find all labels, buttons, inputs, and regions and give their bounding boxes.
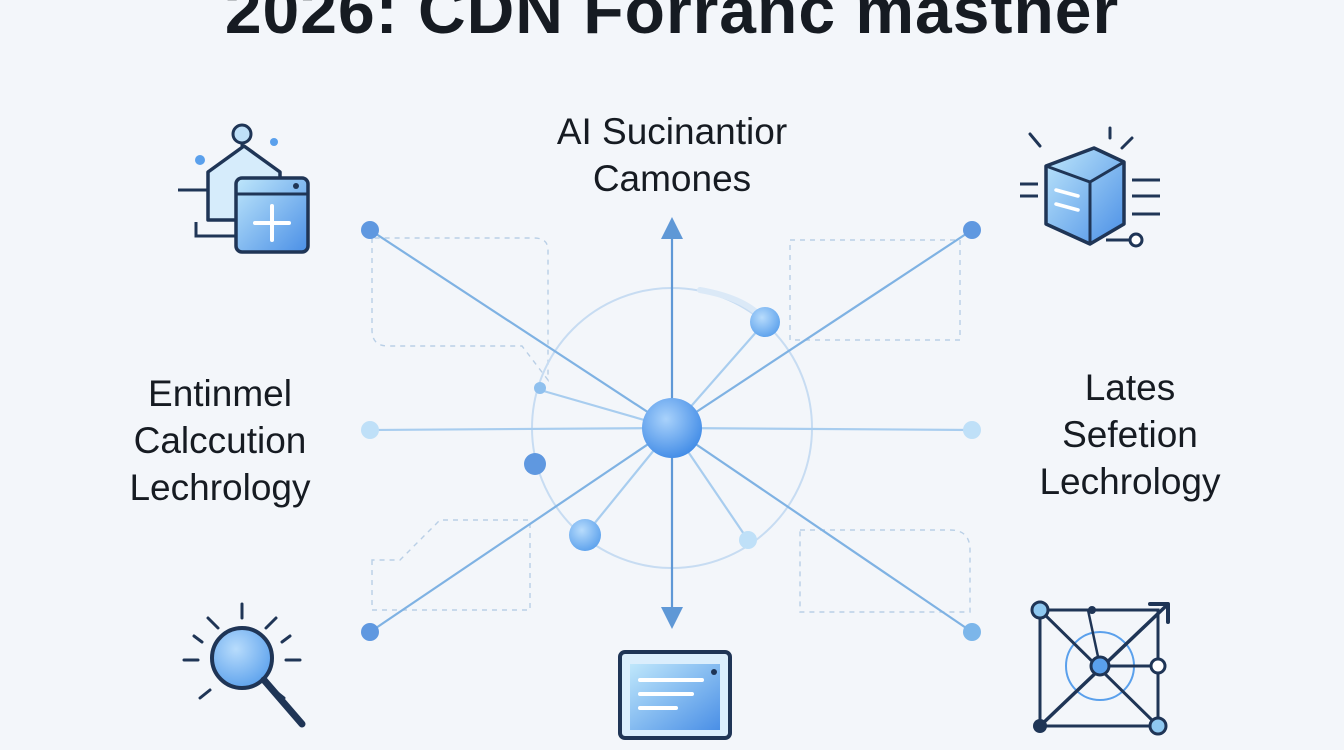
spoke-left (369, 426, 673, 432)
spoke-right (671, 426, 973, 432)
label-right: Lates Sefetion Lechrology (990, 364, 1270, 505)
label-right-line-2: Sefetion (1062, 414, 1198, 455)
label-left-line-3: Lechrology (129, 467, 311, 508)
label-left-line-1: Entinmel (148, 373, 292, 414)
label-right-line-1: Lates (1084, 367, 1176, 408)
node-orbit-4 (739, 531, 757, 549)
dashed-frame-bottom-left (371, 519, 531, 611)
diagram-title: 2026: CDN Forranc mastner (224, 0, 1120, 47)
cloud-window-plus-icon (178, 123, 310, 254)
label-top-line-1: AI Sucinantior (556, 111, 788, 152)
spoke-top-right (671, 229, 973, 429)
endpoint-nodes (361, 221, 981, 641)
network-arrow-icon (1030, 600, 1170, 736)
magnifier-icon (182, 602, 306, 728)
node-bottom-right (963, 623, 981, 641)
node-left (361, 421, 379, 439)
node-orbit-2 (524, 453, 546, 475)
label-left-line-2: Calccution (133, 420, 307, 461)
label-left: Entinmel Calccution Lechrology (70, 370, 370, 511)
server-cube-icon (1020, 126, 1160, 248)
node-top-right (963, 221, 981, 239)
spoke-bottom-right (671, 427, 973, 633)
node-right (963, 421, 981, 439)
node-orbit-5 (534, 382, 546, 394)
dashed-frames (371, 237, 971, 613)
spoke-top-left (369, 229, 673, 429)
dashed-frame-top-left (371, 237, 549, 383)
hub-node (642, 398, 702, 458)
node-orbit-3 (569, 519, 601, 551)
label-top: AI Sucinantior Camones (452, 108, 892, 202)
dashed-frame-top-right (789, 239, 961, 341)
node-top-left (361, 221, 379, 239)
label-top-line-2: Camones (592, 158, 752, 199)
spoke-bottom-left (369, 427, 673, 633)
dashed-frame-bottom-right (799, 529, 971, 613)
node-bottom-left (361, 623, 379, 641)
node-orbit-1 (750, 307, 780, 337)
label-right-line-3: Lechrology (1039, 461, 1221, 502)
laptop-icon (618, 650, 732, 740)
